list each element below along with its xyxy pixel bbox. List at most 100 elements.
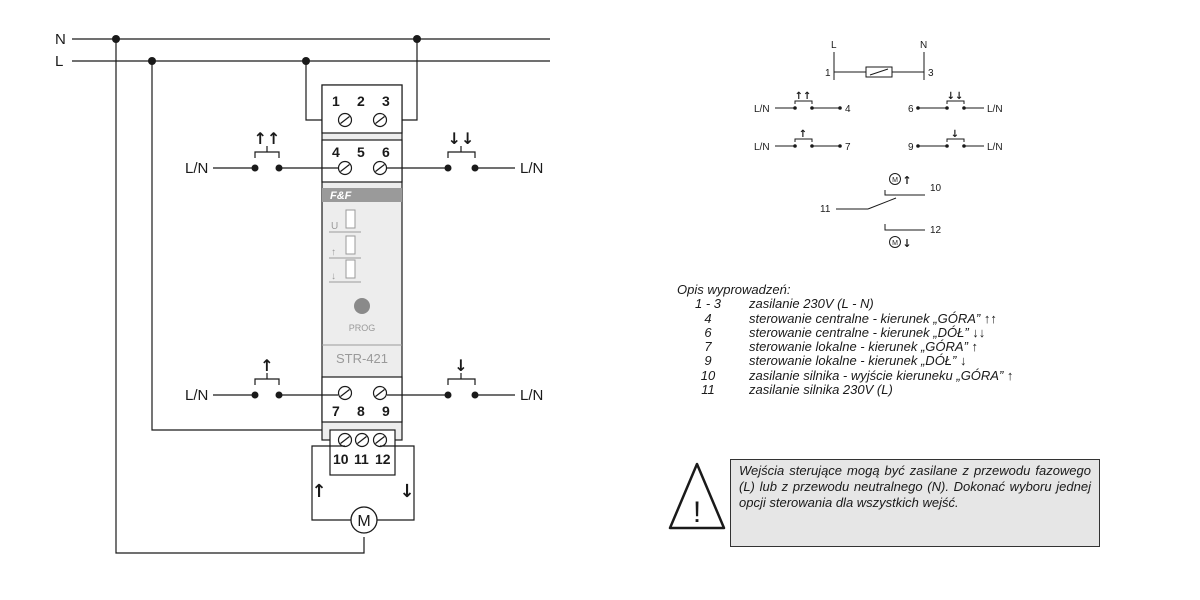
pinout-text: zasilanie silnika - wyjście kieruneku „G…: [749, 367, 1014, 383]
motor-symbol: [350, 506, 378, 534]
led-u: [345, 209, 356, 229]
schem-n-label: N: [920, 40, 927, 51]
contact-dot: [251, 164, 259, 172]
schem-dot: [945, 106, 949, 110]
schem-switch: [794, 100, 813, 104]
led-up-label: ↑: [331, 247, 336, 258]
schem-t6: 6: [908, 104, 914, 115]
motor-label: M: [357, 513, 370, 530]
terminal-2: 2: [357, 93, 365, 109]
screw-icon: [337, 112, 353, 128]
wire-n-to-motor: [115, 39, 365, 554]
arrow-down-icon: ↓: [454, 356, 467, 375]
terminal-6: 6: [382, 144, 390, 160]
terminal-block-mid: [321, 139, 403, 183]
contact-dot: [471, 391, 479, 399]
pinout-text: sterowanie centralne - kierunek „GÓRA” ↑…: [749, 310, 997, 326]
screw-icon: [372, 160, 388, 176]
prog-button[interactable]: [354, 298, 370, 314]
pinout-text: zasilanie silnika 230V (L): [749, 382, 893, 398]
motor-down-arrow-icon: ↓: [399, 481, 414, 502]
screw-icon: [337, 432, 353, 448]
schem-t9: 9: [908, 142, 914, 153]
line-n-label: N: [55, 31, 66, 48]
terminal-block-top: [321, 84, 403, 134]
terminal-3: 3: [382, 93, 390, 109]
schem-t7: 7: [845, 142, 851, 153]
schem-switch: [794, 138, 813, 142]
schem-motor-label: M: [892, 240, 898, 247]
schem-motor-label: M: [892, 177, 898, 184]
screw-icon: [337, 385, 353, 401]
pushbutton: [254, 151, 280, 158]
schem-double-arrow-down-icon: ↓↓: [947, 91, 964, 102]
brand-logo: F&F: [330, 190, 352, 202]
schem-dot: [962, 106, 966, 110]
warning-mark: !: [693, 496, 701, 529]
schem-switch: [946, 100, 965, 104]
double-arrow-up-icon: ↑↑: [254, 129, 281, 148]
schem-contact: [867, 197, 897, 210]
terminal-11: 11: [354, 451, 369, 467]
pinout-code: 4: [704, 310, 712, 326]
schem-t1: 1: [825, 68, 831, 79]
schem-dot: [838, 144, 842, 148]
schem-ln-7: L/N: [754, 142, 770, 153]
terminal-block-bottom: [321, 376, 403, 423]
screw-icon: [337, 160, 353, 176]
pinout-row: 10 zasilanie silnika - wyjście kieruneku …: [677, 367, 1097, 383]
schem-wire: [884, 224, 925, 231]
schem-t11: 11: [820, 204, 831, 215]
pushbutton: [254, 378, 280, 385]
ln-label-6: L/N: [520, 160, 543, 177]
pinout-code: 9: [704, 353, 712, 369]
pinout-row: 4 sterowanie centralne - kierunek „GÓRA” …: [677, 310, 1097, 326]
ln-label-9: L/N: [520, 387, 543, 404]
led-up: [345, 235, 356, 255]
pinout-code: 10: [700, 367, 716, 383]
schem-motor-icon: [889, 236, 901, 248]
terminal-8: 8: [357, 403, 365, 419]
schem-dot: [793, 106, 797, 110]
schem-dot: [838, 106, 842, 110]
led-down-label: ↓: [331, 271, 336, 282]
contact-dot: [251, 391, 259, 399]
schem-out-up-icon: ↑: [902, 174, 911, 187]
screw-icon: [372, 385, 388, 401]
model-label: STR-421: [336, 351, 388, 366]
double-arrow-down-icon: ↓↓: [448, 129, 475, 148]
motor-up-arrow-icon: ↑: [311, 481, 326, 502]
pinout-text: sterowanie lokalne - kierunek „GÓRA” ↑: [749, 339, 979, 355]
contact-dot: [444, 391, 452, 399]
wire-12-to-motor: [376, 445, 415, 521]
terminal-9: 9: [382, 403, 390, 419]
pushbutton: [447, 151, 476, 158]
ln-label-4: L/N: [185, 160, 208, 177]
pushbutton: [447, 378, 476, 385]
prog-label: PROG: [349, 323, 376, 333]
pinout-text: sterowanie lokalne - kierunek „DÓŁ” ↓: [749, 353, 967, 369]
terminal-1: 1: [332, 93, 340, 109]
schem-ln-9: L/N: [987, 142, 1003, 153]
line-l-label: L: [55, 53, 63, 70]
ln-label-7: L/N: [185, 387, 208, 404]
arrow-up-icon: ↑: [260, 356, 273, 375]
pinout-title: Opis wyprowadzeń:: [677, 282, 791, 297]
schem-coil-mark: [869, 68, 889, 76]
pinout-row: 9 sterowanie lokalne - kierunek „DÓŁ” ↓: [677, 353, 1097, 369]
warning-note: Wejścia sterujące mogą być zasilane z pr…: [730, 459, 1100, 547]
schem-t4: 4: [845, 104, 851, 115]
pinout-text: zasilanie 230V (L - N): [749, 296, 874, 312]
brand-bar: [322, 188, 402, 202]
terminal-7: 7: [332, 403, 340, 419]
led-u-label: U: [331, 221, 338, 232]
led-down: [345, 259, 356, 279]
pinout-text: sterowanie centralne - kierunek „DÓŁ” ↓↓: [749, 324, 986, 340]
schem-t3: 3: [928, 68, 934, 79]
terminal-5: 5: [357, 144, 365, 160]
schem-wire: [884, 190, 925, 196]
